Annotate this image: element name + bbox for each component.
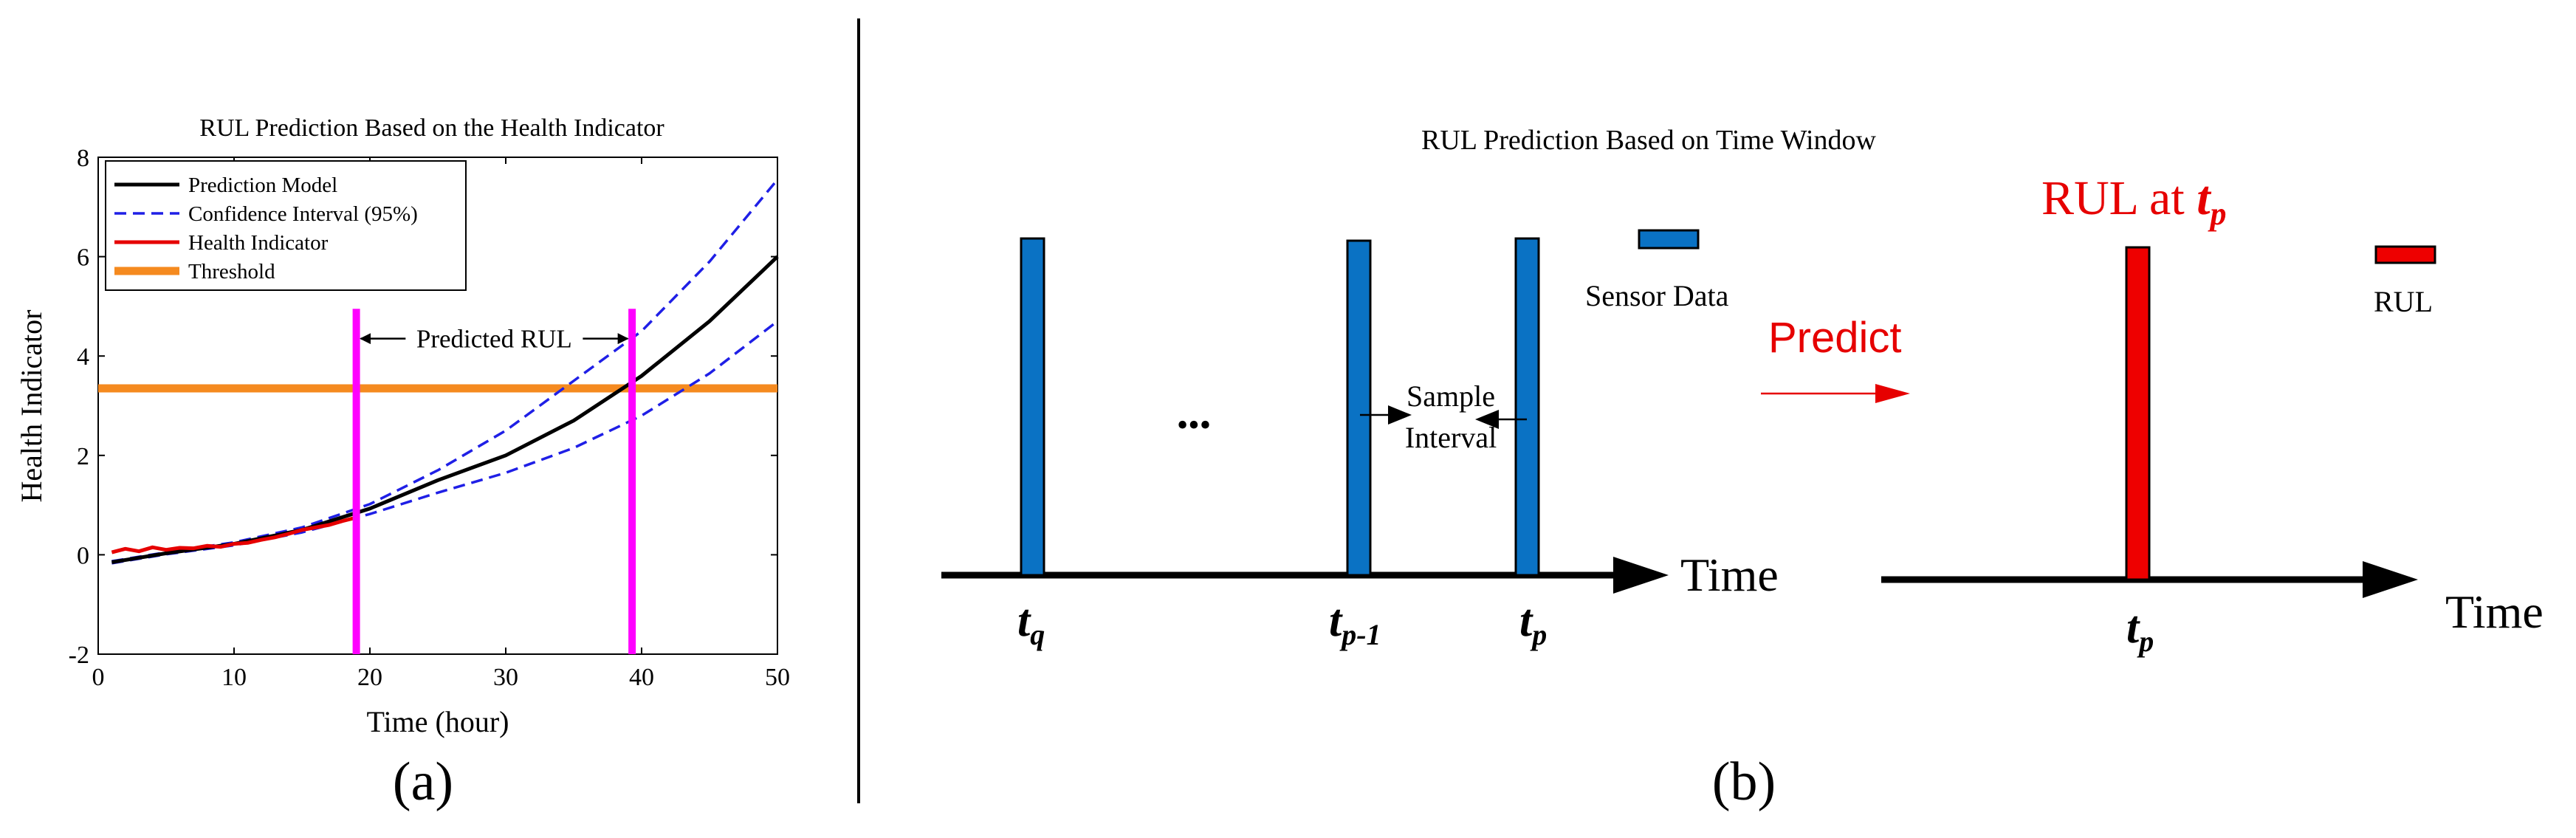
sensor-bar-tp-1 xyxy=(1346,239,1372,577)
time-axis-left-arrow-icon xyxy=(1613,557,1669,594)
legend: Prediction Model Confidence Interval (95… xyxy=(105,160,467,291)
rul-at-prefix: RUL at xyxy=(2041,171,2197,225)
legend-label-prediction: Prediction Model xyxy=(188,174,337,197)
label-tp-sub: p xyxy=(1530,618,1547,651)
predicted-rul-label: Predicted RUL xyxy=(416,325,572,354)
label-tp-1: tp-1 xyxy=(1329,596,1381,651)
y-tick-label: -2 xyxy=(69,642,89,669)
series-prediction-model xyxy=(111,255,779,564)
sample-interval-annotation: Sample Interval xyxy=(1360,379,1527,454)
sample-interval-line1: Sample xyxy=(1407,379,1495,413)
label-tq-base: t xyxy=(1017,596,1031,646)
x-tick-label: 10 xyxy=(221,664,247,691)
legend-sensor-swatch xyxy=(1638,229,1700,250)
x-tick-label: 40 xyxy=(629,664,654,691)
legend-label-confidence: Confidence Interval (95%) xyxy=(188,202,418,226)
plot-area-frame xyxy=(97,157,778,655)
x-axis-label: Time (hour) xyxy=(367,705,509,738)
time-axis-right-arrow-icon xyxy=(2363,561,2418,598)
sample-interval-arrowhead-left-icon xyxy=(1475,410,1499,429)
legend-rul-label: RUL xyxy=(2374,285,2433,318)
rul-at-base: t xyxy=(2197,171,2211,225)
sensor-bar-tq xyxy=(1020,237,1045,577)
legend-rul-swatch xyxy=(2374,245,2436,264)
legend-label-threshold: Threshold xyxy=(188,260,275,284)
label-tp-right-base: t xyxy=(2126,602,2140,653)
label-tq: tq xyxy=(1017,596,1045,651)
label-tp-base: t xyxy=(1519,596,1533,646)
predicted-rul-annotation: Predicted RUL xyxy=(360,325,629,354)
x-tick-label: 0 xyxy=(92,664,105,691)
legend-sensor-label: Sensor Data xyxy=(1585,279,1729,312)
sample-interval-arrowhead-right-icon xyxy=(1388,405,1412,425)
rul-bar xyxy=(2125,246,2151,581)
ellipsis-icon: ••• xyxy=(1177,407,1211,443)
x-tick-label: 50 xyxy=(765,664,790,691)
label-tp: tp xyxy=(1519,596,1547,651)
predict-label: Predict xyxy=(1768,314,1902,362)
panel-a-chart: RUL Prediction Based on the Health Indic… xyxy=(15,114,790,812)
y-tick-label: 8 xyxy=(77,145,89,172)
x-tick-label: 30 xyxy=(493,664,518,691)
series-layer xyxy=(98,179,779,654)
label-tp-1-sub: p-1 xyxy=(1339,618,1381,651)
chart-title: RUL Prediction Based on the Health Indic… xyxy=(199,114,664,142)
rul-at-tp-label: RUL at tp xyxy=(2041,171,2227,232)
label-tp-right: tp xyxy=(2126,602,2154,658)
panel-b-label: (b) xyxy=(1712,752,1776,812)
time-label-left: Time xyxy=(1680,549,1779,601)
y-axis-label: Health Indicator xyxy=(15,310,48,503)
rul-at-sub: p xyxy=(2208,196,2227,232)
sensor-bar-tp xyxy=(1514,237,1540,577)
label-tp-right-sub: p xyxy=(2137,625,2154,658)
x-tick-label: 20 xyxy=(357,664,382,691)
panel-b-title: RUL Prediction Based on Time Window xyxy=(1421,125,1877,156)
y-tick-label: 6 xyxy=(77,244,89,272)
legend-label-health: Health Indicator xyxy=(188,231,329,255)
panel-a-label: (a) xyxy=(393,752,453,812)
time-label-right: Time xyxy=(2445,585,2544,638)
label-tq-sub: q xyxy=(1030,618,1045,651)
label-tp-1-base: t xyxy=(1329,596,1343,646)
panel-b-diagram: RUL Prediction Based on Time Window Time… xyxy=(941,125,2544,812)
y-tick-label: 4 xyxy=(77,343,89,371)
series-confidence-lower xyxy=(111,320,779,565)
y-tick-label: 0 xyxy=(77,542,89,569)
series-health-indicator xyxy=(111,515,357,554)
sample-interval-line2: Interval xyxy=(1405,421,1497,454)
predict-arrow-right-icon xyxy=(1875,384,1910,403)
y-tick-label: 2 xyxy=(77,443,89,470)
